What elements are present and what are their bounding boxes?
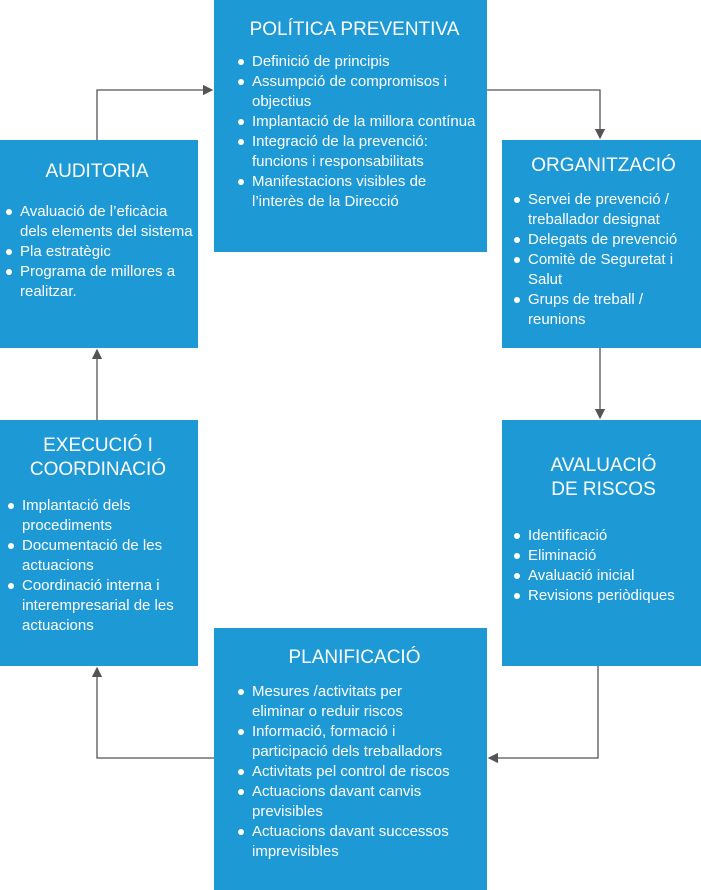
list-item: Avaluació de l’eficàcia dels elements de… [0, 202, 194, 242]
list-item: Avaluació inicial [508, 566, 699, 586]
list-item: Definició de principis [232, 52, 477, 72]
box-title: ORGANITZACIÓ [531, 155, 676, 176]
box-title: POLÍTICA PREVENTIVA [249, 19, 460, 40]
list-item: Coordinació interna i interempresarial d… [2, 576, 174, 636]
list-item: Pla estratègic [0, 242, 194, 262]
list-item: Implantació dels procediments [2, 496, 174, 536]
arrow-planificacio-to-execucio [91, 666, 214, 759]
list-item: Eliminació [508, 546, 699, 566]
arrow-auditoria-to-politica [96, 84, 214, 140]
list-item: Identificació [508, 526, 699, 546]
box-title: PLANIFICACIÓ [288, 647, 421, 668]
list-item: Manifestacions visibles de l’interès de … [232, 172, 477, 212]
box-avaluacio-de-riscos: AVALUACIÓ DE RISCOS Identificació Elimin… [502, 420, 701, 666]
box-organitzacio: ORGANITZACIÓ Servei de prevenció / treba… [502, 140, 701, 348]
list-item: Assumpció de compromisos i objectius [232, 72, 477, 112]
list-item: Integració de la prevenció: funcions i r… [232, 132, 477, 172]
list-item: Documentació de les actuacions [2, 536, 174, 576]
list-item: Grups de treball / reunions [508, 290, 699, 330]
list-item: Implantació de la millora contínua [232, 112, 477, 132]
box-execucio-i-coordinacio: EXECUCIÓ I COORDINACIÓ Implantació dels … [0, 420, 198, 666]
box-title: AUDITORIA [45, 161, 149, 182]
list-item: Actuacions davant successos imprevisible… [232, 822, 457, 862]
list-item: Revisions periòdiques [508, 586, 699, 606]
list-item: Activitats pel control de riscos [232, 762, 457, 782]
box-auditoria: AUDITORIA Avaluació de l’eficàcia dels e… [0, 140, 198, 348]
list-item: Programa de millores a realitzar. [0, 262, 194, 302]
list-item: Actuacions davant canvis previsibles [232, 782, 457, 822]
box-title: EXECUCIÓ I COORDINACIÓ [29, 435, 167, 480]
list-item: Comitè de Seguretat i Salut [508, 250, 699, 290]
list-item: Servei de prevenció / treballador design… [508, 190, 699, 230]
list-item: Mesures /activitats per eliminar o redui… [232, 682, 457, 722]
list-item: Delegats de prevenció [508, 230, 699, 250]
box-planificacio: PLANIFICACIÓ Mesures /activitats per eli… [214, 628, 487, 890]
box-title: AVALUACIÓ DE RISCOS [550, 455, 657, 500]
arrow-politica-to-organitzacio [487, 89, 606, 140]
box-politica-preventiva: POLÍTICA PREVENTIVA Definició de princip… [214, 0, 487, 252]
arrow-avaluacio-to-planificacio [487, 666, 599, 764]
list-item: Informació, formació i participació dels… [232, 722, 457, 762]
